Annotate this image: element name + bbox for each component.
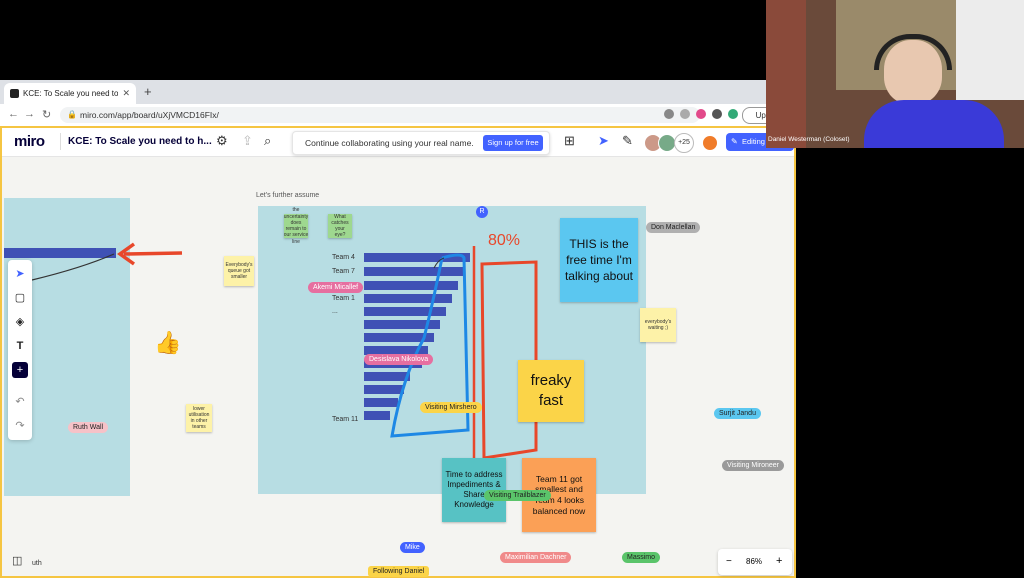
cursor-label: Ruth Wall <box>68 422 109 433</box>
close-tab-icon[interactable]: ✕ <box>122 88 130 98</box>
divider <box>60 133 61 150</box>
cursor-label: Mike <box>400 542 425 553</box>
team-bar <box>364 307 446 316</box>
cursor-label: Desislava Nikolova <box>364 354 434 365</box>
blue-bar <box>4 248 116 258</box>
sticky-note[interactable]: everybody's waiting ;) <box>640 308 676 342</box>
upload-icon[interactable]: ⇪ <box>242 133 253 148</box>
team-bar <box>364 385 404 394</box>
team-label: Team 4 <box>332 254 355 261</box>
team-bar <box>364 346 428 355</box>
team-bar <box>364 253 470 262</box>
collab-banner: Continue collaborating using your real n… <box>292 131 550 155</box>
new-tab-icon[interactable]: + <box>144 84 152 99</box>
cursor-label: Akemi Micallef <box>308 282 364 293</box>
team-label: Team 7 <box>332 268 355 275</box>
drawing-layer-main <box>390 246 538 460</box>
extension-icon[interactable] <box>712 109 722 119</box>
percent-label: 80% <box>488 232 521 249</box>
sticky-note[interactable]: Everybody's queue got smaller <box>224 256 254 286</box>
settings-icon[interactable]: ⚙ <box>216 133 228 148</box>
undo-icon[interactable]: ↶ <box>15 396 25 408</box>
forward-icon[interactable]: → <box>24 108 35 120</box>
url-field[interactable]: 🔒 miro.com/app/board/uXjVMCD16FIx/ <box>60 107 700 123</box>
pencil-icon: ✎ <box>731 137 738 146</box>
sticky-note[interactable]: freaky fast <box>518 360 584 422</box>
drawing-layer-left <box>31 242 183 281</box>
webcam-feed: Daniel Westerman (Coloset) <box>766 0 1024 148</box>
zoom-out-button[interactable]: − <box>726 556 732 567</box>
search-icon[interactable]: ⌕ <box>264 133 272 148</box>
frame-title: Let's further assume <box>256 192 320 199</box>
browser-window: KCE: To Scale you need to hav ✕ + ← → ↻ … <box>0 80 796 578</box>
cursor-label: Massimo <box>622 552 661 563</box>
select-tool-icon[interactable]: ➤ <box>15 268 25 280</box>
miro-top-bar: miro KCE: To Scale you need to h... ⚙ ⇪ … <box>2 128 794 157</box>
address-bar: ← → ↻ 🔒 miro.com/app/board/uXjVMCD16FIx/… <box>0 104 796 127</box>
thumbs-up-icon[interactable]: 👍 <box>154 330 182 355</box>
following-banner[interactable]: Following Daniel <box>368 566 430 577</box>
zoom-control: − 86% + <box>718 549 792 575</box>
shapes-tool-icon[interactable]: ◈ <box>15 316 25 328</box>
collaborator-count[interactable]: +25 <box>674 133 694 153</box>
url-text: miro.com/app/board/uXjVMCD16FIx/ <box>80 110 219 120</box>
cursor-label: Don Maclellan <box>646 222 701 233</box>
sticky-note[interactable]: THIS is the free time I'm talking about <box>560 218 638 302</box>
lock-icon: 🔒 <box>67 110 77 119</box>
speaker-name: Daniel Westerman (Coloset) <box>768 136 850 143</box>
tools-toolbar: ➤ ▢ ◈ T + ↶ ↷ <box>8 260 32 440</box>
miro-logo[interactable]: miro <box>14 133 45 150</box>
speaker-shirt <box>864 100 1004 148</box>
collab-message: Continue collaborating using your real n… <box>305 138 474 148</box>
cursor-label: Visiting Trailblazer <box>484 490 551 501</box>
team-label: Team 11 <box>332 416 359 423</box>
browser-tab[interactable]: KCE: To Scale you need to hav ✕ <box>4 83 136 104</box>
redo-icon[interactable]: ↷ <box>15 420 25 432</box>
miro-board-canvas[interactable]: miro KCE: To Scale you need to h... ⚙ ⇪ … <box>0 126 796 578</box>
cursor-label: Surjit Jandu <box>714 408 761 419</box>
celebrate-icon[interactable]: ✎ <box>622 133 633 148</box>
share-icon[interactable] <box>664 109 674 119</box>
team-bar <box>364 281 458 290</box>
bookmark-icon[interactable] <box>680 109 690 119</box>
poster <box>956 0 1024 100</box>
tab-bar: KCE: To Scale you need to hav ✕ + <box>0 80 796 104</box>
team-bar <box>364 294 452 303</box>
cursor-label: Maximilian Dachner <box>500 552 572 563</box>
team-label: Team 1 <box>332 295 355 302</box>
cursor-label: Visiting Mirshero <box>420 402 482 413</box>
cursor-mode-icon[interactable]: ➤ <box>598 133 609 148</box>
text-tool-icon[interactable]: T <box>16 340 24 352</box>
more-tools-icon[interactable]: + <box>12 362 28 378</box>
miro-favicon-icon <box>10 89 19 98</box>
wall <box>766 0 806 148</box>
back-icon[interactable]: ← <box>8 108 19 120</box>
user-avatar[interactable] <box>702 135 718 151</box>
editing-label: Editing <box>742 137 765 146</box>
bottom-left-text: uth <box>32 560 42 567</box>
sticky-note-tool-icon[interactable]: ▢ <box>14 292 26 304</box>
team-bar <box>364 398 398 407</box>
team-bar <box>364 267 464 276</box>
team-bar <box>364 372 410 381</box>
sticky-note[interactable]: lower utilisation in other teams <box>186 404 212 432</box>
sticky-note[interactable]: the uncertainty does remain to our servi… <box>283 207 309 244</box>
zoom-in-button[interactable]: + <box>776 555 783 567</box>
apps-icon[interactable]: ⊞ <box>564 133 575 148</box>
cursor-avatar: R <box>476 206 488 218</box>
board-panel-icon[interactable]: ◫ <box>12 555 23 567</box>
profile-icon[interactable] <box>728 109 738 119</box>
signup-button[interactable]: Sign up for free <box>483 135 543 151</box>
sticky-note[interactable]: What catches your eye? <box>328 214 352 238</box>
reload-icon[interactable]: ↻ <box>42 109 52 121</box>
team-bar <box>364 333 434 342</box>
extension-icon[interactable] <box>696 109 706 119</box>
zoom-level[interactable]: 86% <box>746 557 763 566</box>
team-bar <box>364 320 440 329</box>
board-title[interactable]: KCE: To Scale you need to h... <box>68 136 212 147</box>
cursor-label: Visiting Mironeer <box>722 460 785 471</box>
tab-title: KCE: To Scale you need to hav <box>23 89 119 98</box>
team-bar <box>364 411 390 420</box>
team-label: ... <box>332 308 338 315</box>
